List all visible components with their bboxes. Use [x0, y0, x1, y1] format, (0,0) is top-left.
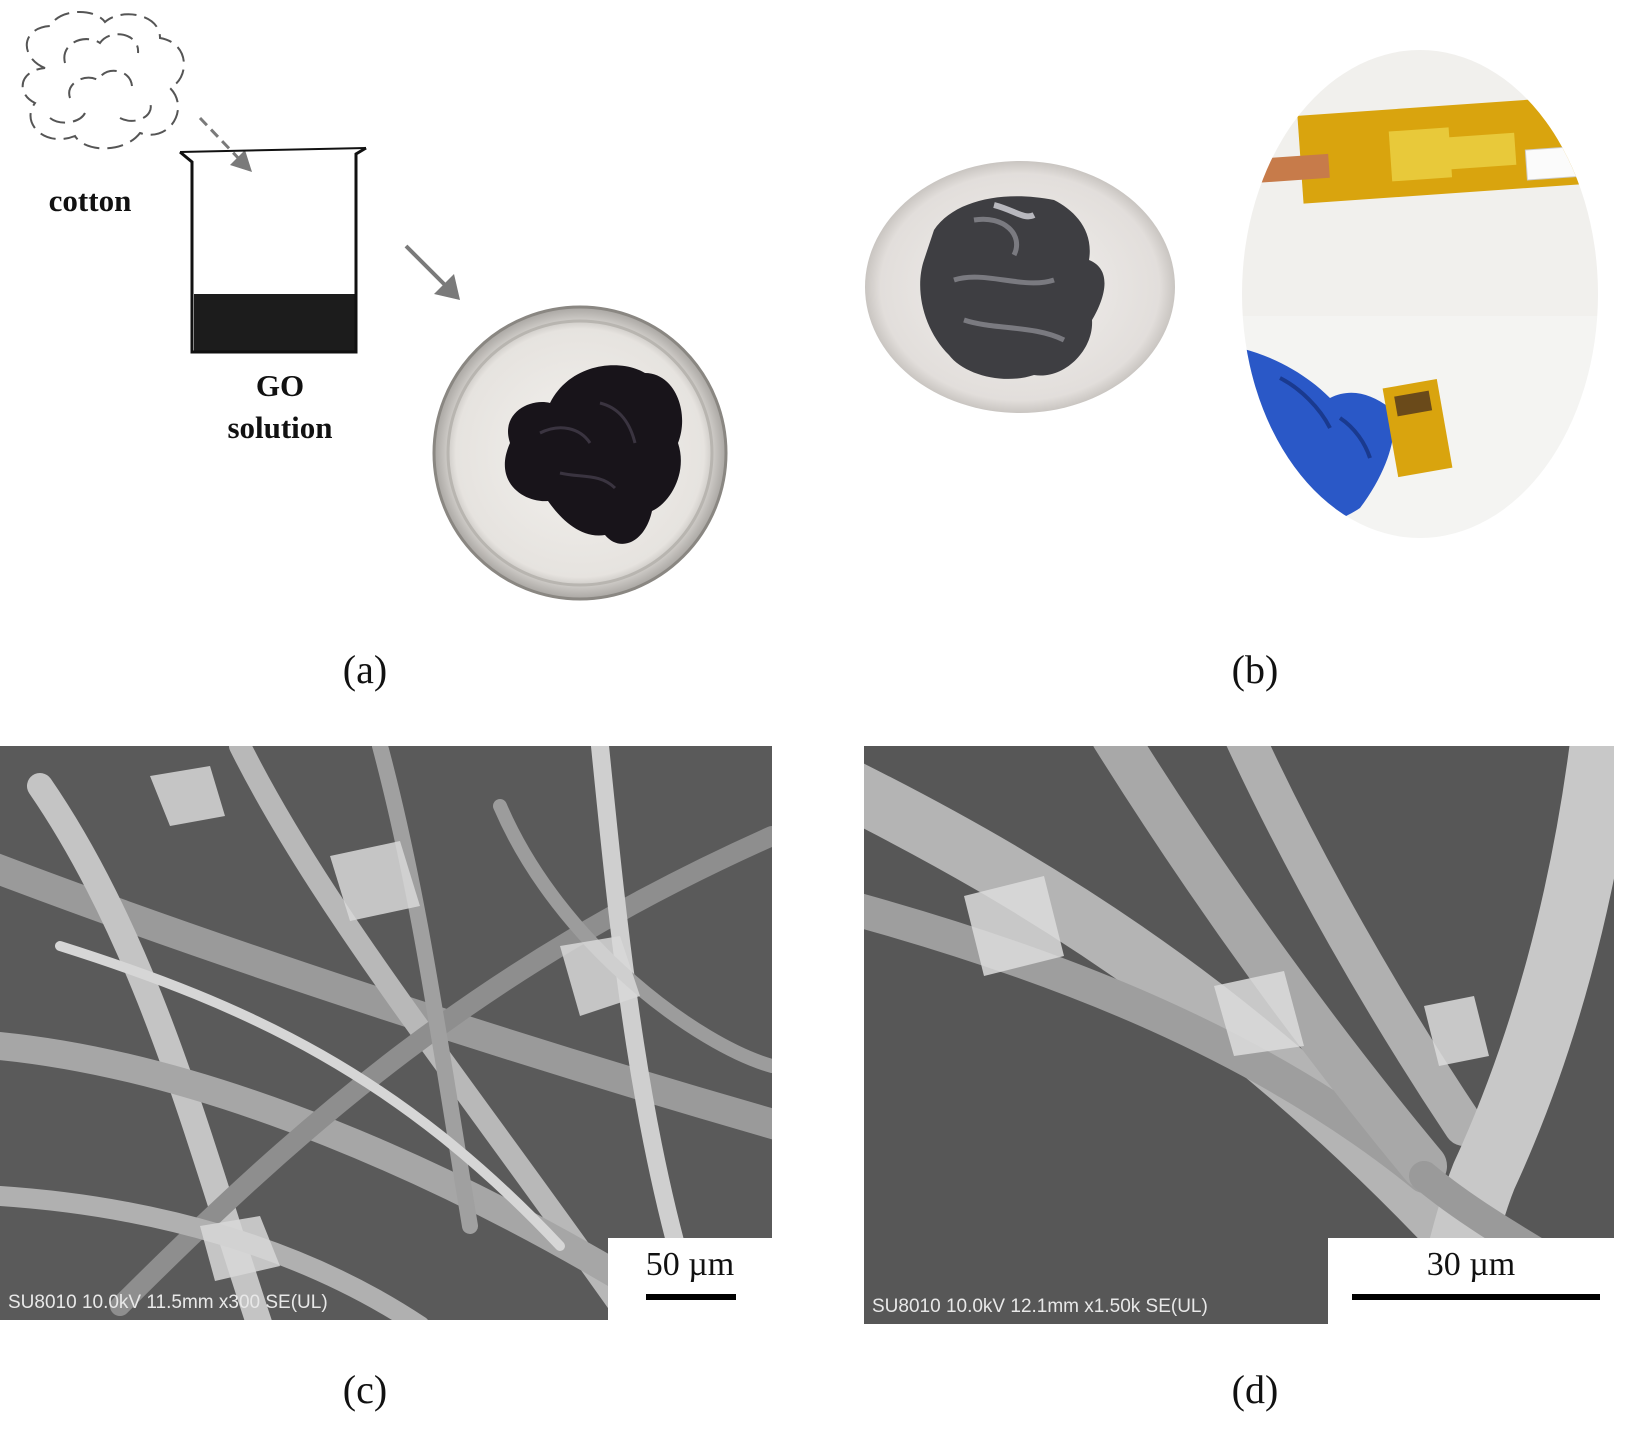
scale-text-d: 30 µm	[1426, 1246, 1516, 1283]
scale-box-c: 50 µm	[608, 1238, 772, 1320]
sem-image-d: SU8010 10.0kV 12.1mm x1.50k SE(UL) 30 µm	[864, 746, 1614, 1324]
graphene-cotton-photo	[865, 161, 1175, 413]
scale-text-c: 50 µm	[645, 1246, 735, 1283]
scale-bar-d	[1352, 1294, 1600, 1300]
petri-dish-photo	[432, 305, 728, 601]
sem-meta-d: SU8010 10.0kV 12.1mm x1.50k SE(UL)	[872, 1296, 1208, 1317]
sem-image-c: SU8010 10.0kV 11.5mm x300 SE(UL) 50 µm	[0, 746, 772, 1320]
cotton-cloud-icon	[21, 10, 185, 150]
beaker-label-line2: solution	[227, 410, 333, 445]
panel-a-label: (a)	[342, 647, 388, 692]
beaker-icon	[179, 146, 367, 354]
beaker-label-line1: GO	[255, 368, 305, 403]
scale-box-d: 30 µm	[1328, 1238, 1614, 1324]
sensor-device-photo	[1242, 50, 1598, 538]
panel-d-label: (d)	[1231, 1367, 1279, 1412]
panel-b-label: (b)	[1231, 647, 1279, 692]
cotton-label: cotton	[48, 183, 132, 218]
go-solution-fill	[194, 294, 356, 352]
scale-bar-c	[646, 1294, 736, 1300]
dashed-arrow-icon	[198, 116, 252, 172]
panel-c-label: (c)	[342, 1367, 388, 1412]
sem-meta-c: SU8010 10.0kV 11.5mm x300 SE(UL)	[8, 1292, 328, 1313]
arrow-icon	[404, 244, 460, 300]
